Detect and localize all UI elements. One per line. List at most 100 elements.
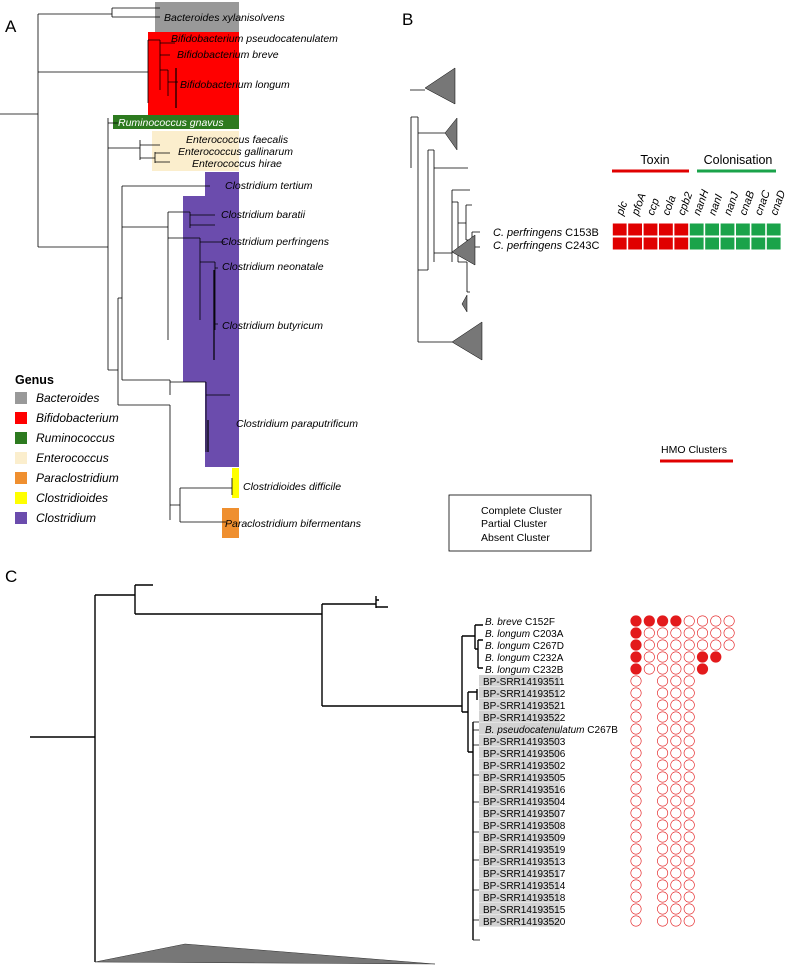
- filled-dot: [696, 663, 709, 675]
- empty-dot: [683, 627, 695, 639]
- highlight-clostridioides: [232, 468, 239, 498]
- legend-swatch-bacteroides: [15, 392, 27, 404]
- taxon-highlight: [479, 891, 560, 903]
- taxon-label: BP-SRR14193522: [483, 713, 566, 724]
- taxon-label: Clostridium neonatale: [222, 261, 324, 273]
- highlight-paraclostridium: [222, 508, 239, 538]
- empty-dot: [683, 675, 695, 687]
- panel-a: A Bacteroides xylanisolvens Bifidobacter…: [0, 2, 362, 538]
- empty-dot: [683, 687, 695, 699]
- taxon-label: BP-SRR14193509: [483, 833, 566, 844]
- empty-dot: [670, 747, 682, 759]
- gene-cell-pfoA-C243C: [628, 237, 642, 250]
- empty-dot: [670, 807, 682, 819]
- panel-c-dots: [630, 615, 735, 927]
- empty-dot: [630, 819, 642, 831]
- legend-label-clostridium: Clostridium: [36, 511, 96, 525]
- gene-cell-cpb2-C243C: [674, 237, 689, 250]
- gene-cell-cnaB-C243C: [736, 237, 750, 250]
- empty-dot: [657, 711, 669, 723]
- empty-dot: [630, 807, 642, 819]
- empty-dot: [657, 723, 669, 735]
- empty-dot: [657, 735, 669, 747]
- empty-dot: [630, 783, 642, 795]
- empty-dot: [683, 879, 695, 891]
- collapsed-clade: [444, 117, 458, 151]
- panel-a-taxa: Bacteroides xylanisolvens Bifidobacteriu…: [118, 12, 362, 530]
- gene-cell-nanH-C153B: [689, 223, 704, 236]
- taxon-label: Enterococcus hirae: [192, 158, 282, 170]
- empty-dot: [630, 723, 642, 735]
- legend-swatch-paraclostridium: [15, 472, 27, 484]
- empty-dot: [670, 675, 682, 687]
- empty-dot: [630, 855, 642, 867]
- empty-dot: [657, 759, 669, 771]
- empty-dot: [630, 747, 642, 759]
- taxon-label: BP-SRR14193520: [483, 917, 566, 928]
- empty-dot: [696, 639, 708, 651]
- empty-dot: [657, 663, 669, 675]
- taxon-label: Bacteroides xylanisolvens: [164, 12, 286, 24]
- taxon-label: BP-SRR14193505: [483, 773, 566, 784]
- taxon-label: BP-SRR14193512: [483, 689, 566, 700]
- empty-dot: [630, 771, 642, 783]
- empty-dot: [670, 651, 682, 663]
- empty-dot: [670, 687, 682, 699]
- empty-dot: [630, 795, 642, 807]
- legend-label-bacteroides: Bacteroides: [36, 391, 99, 405]
- empty-dot: [657, 819, 669, 831]
- empty-dot: [670, 723, 682, 735]
- empty-dot: [683, 639, 695, 651]
- empty-dot: [696, 615, 708, 627]
- taxon-label: B. longum C267D: [485, 641, 564, 652]
- taxon-highlight: [479, 831, 560, 843]
- empty-dot: [670, 867, 682, 879]
- highlight-bacteroides: [155, 2, 239, 32]
- taxon-highlight: [479, 855, 560, 867]
- cluster-legend-partial: Partial Cluster: [481, 518, 547, 530]
- empty-dot: [683, 723, 695, 735]
- taxon-label: B. pseudocatenulatum C267B: [485, 725, 618, 736]
- empty-dot: [710, 627, 722, 639]
- collapsed-outgroup-clade: [94, 943, 436, 965]
- empty-dot: [657, 891, 669, 903]
- panel-b-tree: [410, 89, 480, 343]
- empty-dot: [683, 903, 695, 915]
- empty-dot: [683, 891, 695, 903]
- taxon-highlight: [479, 783, 560, 795]
- filled-dot: [656, 615, 669, 627]
- gene-cell-plc-C243C: [612, 237, 627, 250]
- empty-dot: [657, 651, 669, 663]
- empty-dot: [670, 699, 682, 711]
- taxon-label: B. longum C203A: [485, 629, 564, 640]
- empty-dot: [683, 771, 695, 783]
- empty-dot: [630, 915, 642, 927]
- empty-dot: [670, 783, 682, 795]
- empty-dot: [657, 795, 669, 807]
- filled-dot: [630, 663, 642, 675]
- taxon-highlight: [479, 699, 560, 711]
- empty-dot: [683, 807, 695, 819]
- empty-dot: [683, 735, 695, 747]
- taxon-highlight: [479, 795, 560, 807]
- empty-dot: [683, 615, 695, 627]
- empty-dot: [696, 627, 708, 639]
- legend-swatch-clostridioides: [15, 492, 27, 504]
- empty-dot: [670, 771, 682, 783]
- legend-swatch-enterococcus: [15, 452, 27, 464]
- taxon-label: Clostridium perfringens: [221, 236, 330, 248]
- highlight-bifidobacterium: [148, 32, 239, 116]
- gene-cell-cpb2-C153B: [674, 223, 689, 236]
- filled-dot: [630, 651, 642, 663]
- filled-dot: [643, 615, 655, 627]
- gene-cell-ccp-C153B: [643, 223, 658, 236]
- legend-label-bifidobacterium: Bifidobacterium: [36, 411, 119, 425]
- gene-cell-nanI-C243C: [705, 237, 719, 250]
- empty-dot: [670, 711, 682, 723]
- cluster-legend-complete: Complete Cluster: [481, 505, 563, 517]
- taxon-label: BP-SRR14193521: [483, 701, 566, 712]
- empty-dot: [657, 687, 669, 699]
- empty-dot: [670, 627, 682, 639]
- gene-cell-ccp-C243C: [643, 237, 658, 250]
